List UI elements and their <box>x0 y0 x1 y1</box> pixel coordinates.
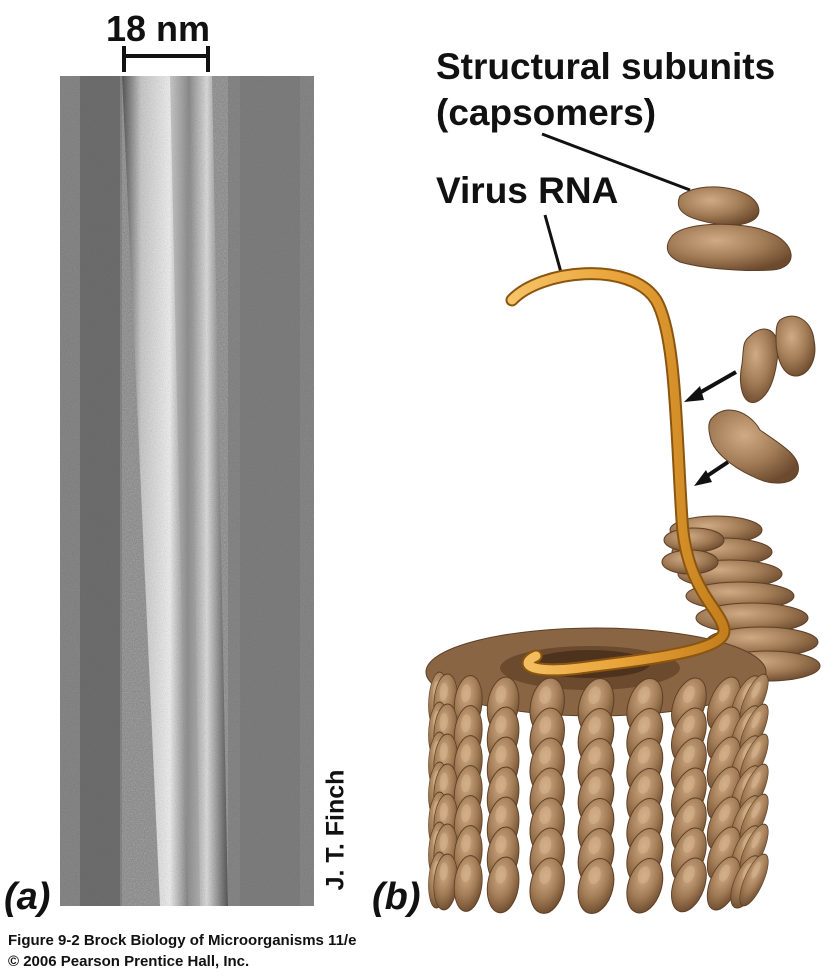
rna-leader-line <box>543 214 564 277</box>
structural-subunits-label: Structural subunits (capsomers) <box>436 44 775 136</box>
scale-bar-label: 18 nm <box>106 8 211 49</box>
virus-rod <box>122 76 228 906</box>
virus-rna-strand-fill <box>507 269 729 675</box>
figure-caption: Figure 9-2 Brock Biology of Microorganis… <box>8 930 356 972</box>
panel-a-label: (a) <box>4 876 51 918</box>
structural-subunits-label-line1: Structural subunits <box>436 46 776 87</box>
micrograph-dark-band-left <box>80 76 120 906</box>
scale-bar <box>122 46 210 72</box>
free-capsomer-lower <box>708 409 799 484</box>
virus-rna-label: Virus RNA <box>436 170 619 211</box>
caption-line-1: Figure 9-2 Brock Biology of Microorganis… <box>8 932 357 949</box>
capsid-cylinder <box>426 670 775 918</box>
free-capsomer-pair-top <box>666 186 792 272</box>
panel-b-label: (b) <box>372 876 421 918</box>
capsomers-leader-line <box>541 132 691 192</box>
assembly-arrow-upper <box>684 370 737 402</box>
micrograph-dark-band-right <box>240 76 300 906</box>
photo-credit-text: J. T. Finch <box>321 769 350 891</box>
electron-micrograph <box>60 76 314 906</box>
structural-subunits-label-line2: (capsomers) <box>436 92 657 133</box>
caption-line-2: © 2006 Pearson Prentice Hall, Inc. <box>8 953 250 970</box>
photo-credit: J. T. Finch <box>316 760 356 900</box>
assembly-arrow-lower <box>694 460 730 486</box>
virus-rna-strand <box>505 267 731 677</box>
free-capsomer-pair-middle <box>740 315 816 403</box>
virus-rod-channel <box>170 76 200 906</box>
